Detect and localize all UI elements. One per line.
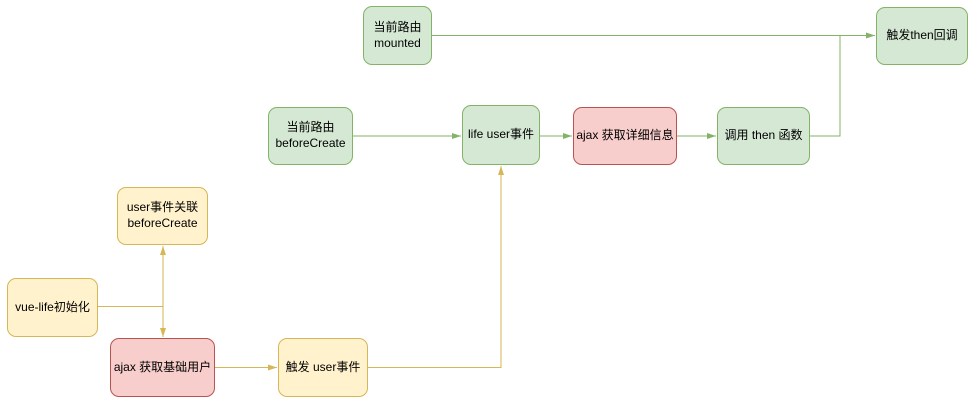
node-route-beforecreate[interactable]: 当前路由 beforeCreate: [268, 107, 353, 165]
node-label: 调用 then 函数: [724, 128, 803, 143]
node-label: user事件关联 beforeCreate: [126, 200, 199, 230]
node-life-user-event[interactable]: life user事件: [462, 105, 540, 165]
node-trigger-user-event[interactable]: 触发 user事件: [278, 338, 368, 397]
node-label: 触发then回调: [886, 28, 958, 43]
node-vue-life-init[interactable]: vue-life初始化: [7, 278, 98, 337]
node-trigger-then-callback[interactable]: 触发then回调: [876, 7, 968, 65]
node-ajax-basic-user[interactable]: ajax 获取基础用户: [110, 338, 215, 397]
edge-trigger-user-to-life-user: [368, 166, 504, 368]
node-label: life user事件: [467, 127, 535, 142]
edge-call-then-to-trigger-then: [810, 35, 841, 137]
node-call-then-function[interactable]: 调用 then 函数: [717, 107, 810, 165]
node-route-mounted[interactable]: 当前路由 mounted: [363, 6, 432, 65]
node-label: 当前路由 mounted: [373, 19, 422, 50]
node-label: 触发 user事件: [285, 359, 361, 374]
node-ajax-detail-info[interactable]: ajax 获取详细信息: [573, 107, 677, 165]
node-label: ajax 获取详细信息: [576, 128, 674, 143]
node-user-event-bind[interactable]: user事件关联 beforeCreate: [117, 187, 208, 245]
node-label: ajax 获取基础用户: [113, 359, 212, 374]
node-label: vue-life初始化: [15, 299, 90, 314]
node-label: 当前路由 beforeCreate: [275, 120, 346, 150]
